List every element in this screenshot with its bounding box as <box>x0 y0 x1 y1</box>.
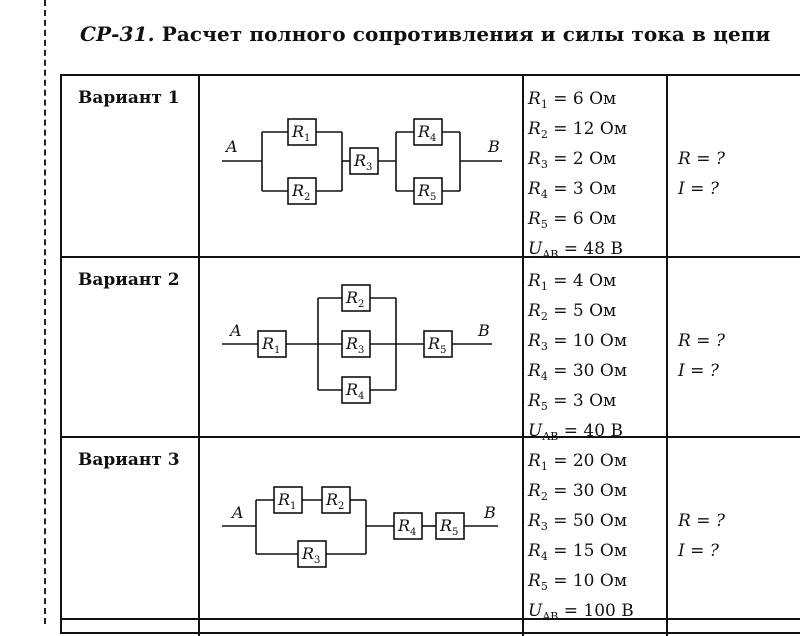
resistor-label: R1 <box>277 490 296 512</box>
node-b-label: B <box>483 503 496 522</box>
resistor-label: R2 <box>325 490 344 512</box>
unknown-item: I = ? <box>678 361 719 381</box>
resistor-r5 <box>413 177 443 205</box>
unknowns: R = ? I = ? <box>678 144 725 204</box>
node-b-label: B <box>477 321 490 340</box>
resistor-label: R2 <box>345 288 364 310</box>
row-divider <box>62 618 800 620</box>
node-b-label: B <box>487 137 500 156</box>
variant-row: Вариант 2 <box>62 258 800 443</box>
resistor-r4 <box>341 376 371 404</box>
resistor-label: R4 <box>397 516 416 538</box>
column-divider <box>666 76 668 636</box>
worksheet-code: СР-31. <box>80 22 155 46</box>
variant-label: Вариант 1 <box>78 88 180 108</box>
resistor-label: R2 <box>291 181 310 203</box>
resistor-r4 <box>413 118 443 146</box>
page-title: СР-31. Расчет полного сопротивления и си… <box>80 22 770 46</box>
resistor-r1 <box>273 486 303 514</box>
given-values: R1 = 6 Ом R2 = 12 Ом R3 = 2 Ом R4 = 3 Ом… <box>528 84 627 264</box>
resistor-label: R4 <box>417 122 436 144</box>
given-item: R1 = 4 Ом <box>528 271 617 293</box>
given-item: R5 = 6 Ом <box>528 209 617 231</box>
unknown-item: I = ? <box>678 541 719 561</box>
resistor-r3 <box>349 147 379 175</box>
circuit-diagram-1: A B R1 R2 R3 R4 R5 <box>222 118 502 205</box>
resistor-r1 <box>287 118 317 146</box>
unknowns: R = ? I = ? <box>678 506 725 566</box>
given-item: R3 = 2 Ом <box>528 149 617 171</box>
resistor-r3 <box>297 540 327 568</box>
resistor-r5 <box>435 512 465 540</box>
given-item: R5 = 10 Ом <box>528 571 628 593</box>
resistor-r5 <box>423 330 453 358</box>
resistor-label: R5 <box>427 334 446 356</box>
column-divider <box>198 76 200 636</box>
given-item: R5 = 3 Ом <box>528 391 617 413</box>
resistor-r4 <box>393 512 423 540</box>
resistor-label: R4 <box>345 380 364 402</box>
variant-row: Вариант 1 <box>62 76 800 261</box>
task-table: Вариант 1 <box>60 74 800 636</box>
resistor-r2 <box>287 177 317 205</box>
node-a-label: A <box>224 137 238 156</box>
circuit-diagram-3: A B R1 R2 R3 R4 R5 <box>222 486 498 568</box>
resistor-label: R3 <box>353 151 372 173</box>
given-item: UAB = 40 В <box>528 421 623 443</box>
given-item: R4 = 3 Ом <box>528 179 617 201</box>
given-values: R1 = 4 Ом R2 = 5 Ом R3 = 10 Ом R4 = 30 О… <box>528 266 627 446</box>
row-divider <box>62 256 800 258</box>
resistor-r2 <box>321 486 351 514</box>
given-item: R3 = 10 Ом <box>528 331 628 353</box>
given-item: UAB = 100 В <box>528 601 634 623</box>
variant-label: Вариант 2 <box>78 270 180 290</box>
resistor-r3 <box>341 330 371 358</box>
resistor-r2 <box>341 284 371 312</box>
variant-label: Вариант 3 <box>78 450 180 470</box>
unknown-item: R = ? <box>678 511 725 531</box>
cut-line <box>44 0 46 624</box>
worksheet-title: Расчет полного сопротивления и силы тока… <box>161 22 771 46</box>
given-item: UAB = 48 В <box>528 239 623 261</box>
node-a-label: A <box>228 321 242 340</box>
given-item: R3 = 50 Ом <box>528 511 628 533</box>
unknown-item: I = ? <box>678 179 719 199</box>
variant-row: Вариант 3 <box>62 438 800 623</box>
resistor-label: R1 <box>291 122 310 144</box>
unknown-item: R = ? <box>678 149 725 169</box>
circuit-diagram-2: A B R1 R2 R3 R4 R5 <box>222 284 492 404</box>
given-item: R2 = 30 Ом <box>528 481 628 503</box>
given-item: R1 = 20 Ом <box>528 451 628 473</box>
given-item: R1 = 6 Ом <box>528 89 617 111</box>
column-divider <box>522 76 524 636</box>
unknowns: R = ? I = ? <box>678 326 725 386</box>
resistor-label: R1 <box>261 334 280 356</box>
given-item: R4 = 15 Ом <box>528 541 628 563</box>
resistor-r1 <box>257 330 287 358</box>
row-divider <box>62 436 800 438</box>
resistor-label: R3 <box>345 334 364 356</box>
resistor-label: R5 <box>417 181 436 203</box>
given-item: R2 = 12 Ом <box>528 119 628 141</box>
given-item: R2 = 5 Ом <box>528 301 617 323</box>
node-a-label: A <box>230 503 244 522</box>
given-item: R4 = 30 Ом <box>528 361 628 383</box>
resistor-label: R5 <box>439 516 458 538</box>
unknown-item: R = ? <box>678 331 725 351</box>
resistor-label: R3 <box>301 544 320 566</box>
given-values: R1 = 20 Ом R2 = 30 Ом R3 = 50 Ом R4 = 15… <box>528 446 634 626</box>
